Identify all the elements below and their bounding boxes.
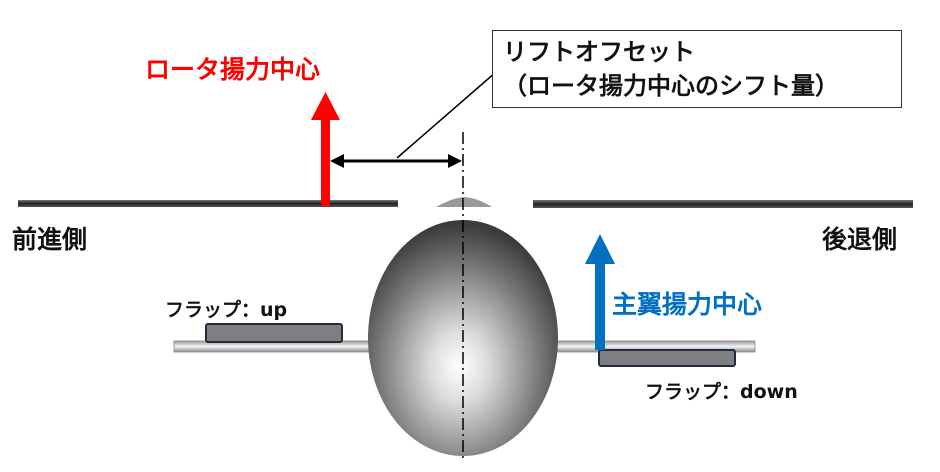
- lift-offset-subtitle: （ロータ揚力中心のシフト量）: [503, 72, 839, 100]
- lift-offset-callout: リフトオフセット （ロータ揚力中心のシフト量）: [492, 30, 902, 108]
- flap-right: [598, 349, 736, 367]
- wing-lift-arrow: [585, 234, 615, 350]
- advancing-side-label: 前進側: [12, 225, 88, 254]
- callout-leader-line: [396, 71, 497, 159]
- rotor-blade-left: [18, 200, 398, 207]
- rotor-hub: [436, 197, 492, 207]
- lift-offset-arrow: [330, 154, 462, 168]
- flap-up-label: フラップ：up: [165, 299, 288, 321]
- lift-offset-title: リフトオフセット: [503, 38, 695, 66]
- wing-lift-center-label: 主翼揚力中心: [612, 290, 763, 319]
- flap-down-label: フラップ：down: [645, 381, 798, 403]
- flap-left: [205, 323, 343, 343]
- rotor-lift-center-label: ロータ揚力中心: [145, 55, 321, 84]
- retreating-side-label: 後退側: [822, 225, 898, 254]
- rotor-blade-right: [533, 200, 913, 208]
- rotor-lift-arrow: [311, 92, 340, 206]
